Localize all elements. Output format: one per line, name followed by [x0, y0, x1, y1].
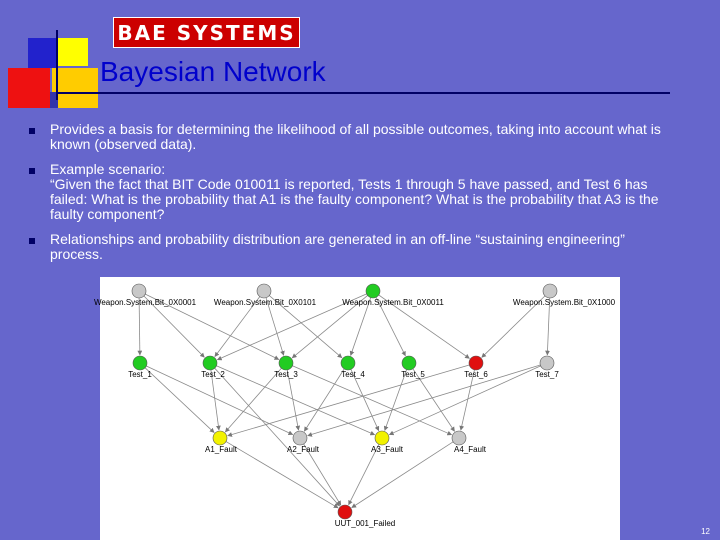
network-edge	[144, 367, 215, 433]
decor-red-block	[8, 68, 50, 108]
network-node-label: UUT_001_Failed	[335, 519, 395, 528]
network-node	[256, 283, 272, 299]
bullet-item: Provides a basis for determining the lik…	[28, 122, 678, 152]
decor-dark-block	[50, 92, 58, 108]
network-node-label: A1_Fault	[205, 445, 238, 454]
network-node-label: Weapon.System.Bit_0X0001	[94, 298, 197, 307]
network-edge	[351, 441, 454, 508]
network-edge	[481, 295, 546, 358]
network-node	[401, 355, 417, 371]
network-node	[340, 355, 356, 371]
network-edge	[146, 365, 294, 435]
page-title: Bayesian Network	[100, 56, 326, 87]
bullet-text: Relationships and probability distributi…	[50, 231, 625, 262]
network-node	[539, 355, 555, 371]
network-edge	[225, 441, 339, 509]
network-edge	[459, 369, 475, 431]
bullet-list: Provides a basis for determining the lik…	[28, 122, 678, 271]
network-node-label: Test_2	[201, 370, 225, 379]
decor-vertical-line	[56, 30, 58, 100]
network-node	[337, 504, 353, 520]
network-edge	[303, 443, 342, 506]
network-edge	[227, 364, 470, 437]
network-edge	[303, 368, 345, 432]
network-edge	[350, 369, 380, 432]
network-edge	[224, 367, 282, 433]
decor-yellow-block	[56, 38, 88, 66]
network-node	[292, 430, 308, 446]
network-node-label: Test_6	[464, 370, 488, 379]
network-node	[212, 430, 228, 446]
network-svg: Weapon.System.Bit_0X0001 Weapon.System.Bi…	[94, 283, 616, 528]
network-edge	[210, 369, 221, 431]
bullet-marker-icon	[28, 127, 36, 135]
network-node-label: Test_3	[274, 370, 298, 379]
network-node	[365, 283, 381, 299]
network-node	[132, 355, 148, 371]
network-node-label: Weapon.System.Bit_0X1000	[513, 298, 616, 307]
network-node-label: A4_Fault	[454, 445, 487, 454]
network-node	[468, 355, 484, 371]
network-edge	[291, 295, 368, 359]
network-edge	[348, 444, 380, 506]
bullet-text: Example scenario: “Given the fact that B…	[50, 161, 659, 222]
bullet-text: Provides a basis for determining the lik…	[50, 121, 661, 152]
network-node-label: Test_5	[401, 370, 425, 379]
network-edge	[214, 296, 261, 357]
network-edge	[545, 297, 551, 356]
network-node-label: Test_1	[128, 370, 152, 379]
bullet-item: Relationships and probability distributi…	[28, 232, 678, 262]
bullet-marker-icon	[28, 167, 36, 175]
network-edge	[265, 297, 285, 356]
bullet-marker-icon	[28, 237, 36, 245]
network-edge	[292, 365, 453, 436]
bae-systems-logo: BAE SYSTEMS	[113, 17, 300, 48]
network-edge	[145, 293, 280, 360]
network-edge	[269, 295, 343, 359]
network-node-label: Test_4	[341, 370, 365, 379]
network-edge	[216, 293, 367, 361]
bayesian-network-diagram: Weapon.System.Bit_0X0001 Weapon.System.Bi…	[94, 277, 620, 540]
network-edge	[307, 364, 541, 437]
network-edge	[214, 367, 340, 507]
network-node-label: Weapon.System.Bit_0X0011	[342, 298, 444, 307]
network-edge	[383, 369, 408, 431]
network-edge	[286, 369, 301, 431]
network-edge	[137, 297, 143, 356]
network-node	[278, 355, 294, 371]
network-node-label: A3_Fault	[371, 445, 404, 454]
title-underline	[56, 92, 670, 94]
decor-yellow-block-2	[52, 68, 98, 108]
network-node-label: Test_7	[535, 370, 559, 379]
network-node-label: A2_Fault	[287, 445, 320, 454]
network-node-label: Weapon.System.Bit_0X0101	[214, 298, 317, 307]
page-number: 12	[701, 527, 710, 536]
bullet-item: Example scenario: “Given the fact that B…	[28, 162, 678, 222]
network-node	[202, 355, 218, 371]
decor-blue-block	[28, 38, 56, 68]
network-node	[542, 283, 558, 299]
logo-text: BAE SYSTEMS	[117, 20, 296, 45]
network-edge	[378, 294, 470, 359]
network-node	[451, 430, 467, 446]
network-edge	[143, 295, 205, 358]
network-edge	[375, 297, 406, 357]
network-node	[374, 430, 390, 446]
network-edge	[388, 365, 541, 436]
network-node	[131, 283, 147, 299]
network-edge	[349, 297, 372, 356]
